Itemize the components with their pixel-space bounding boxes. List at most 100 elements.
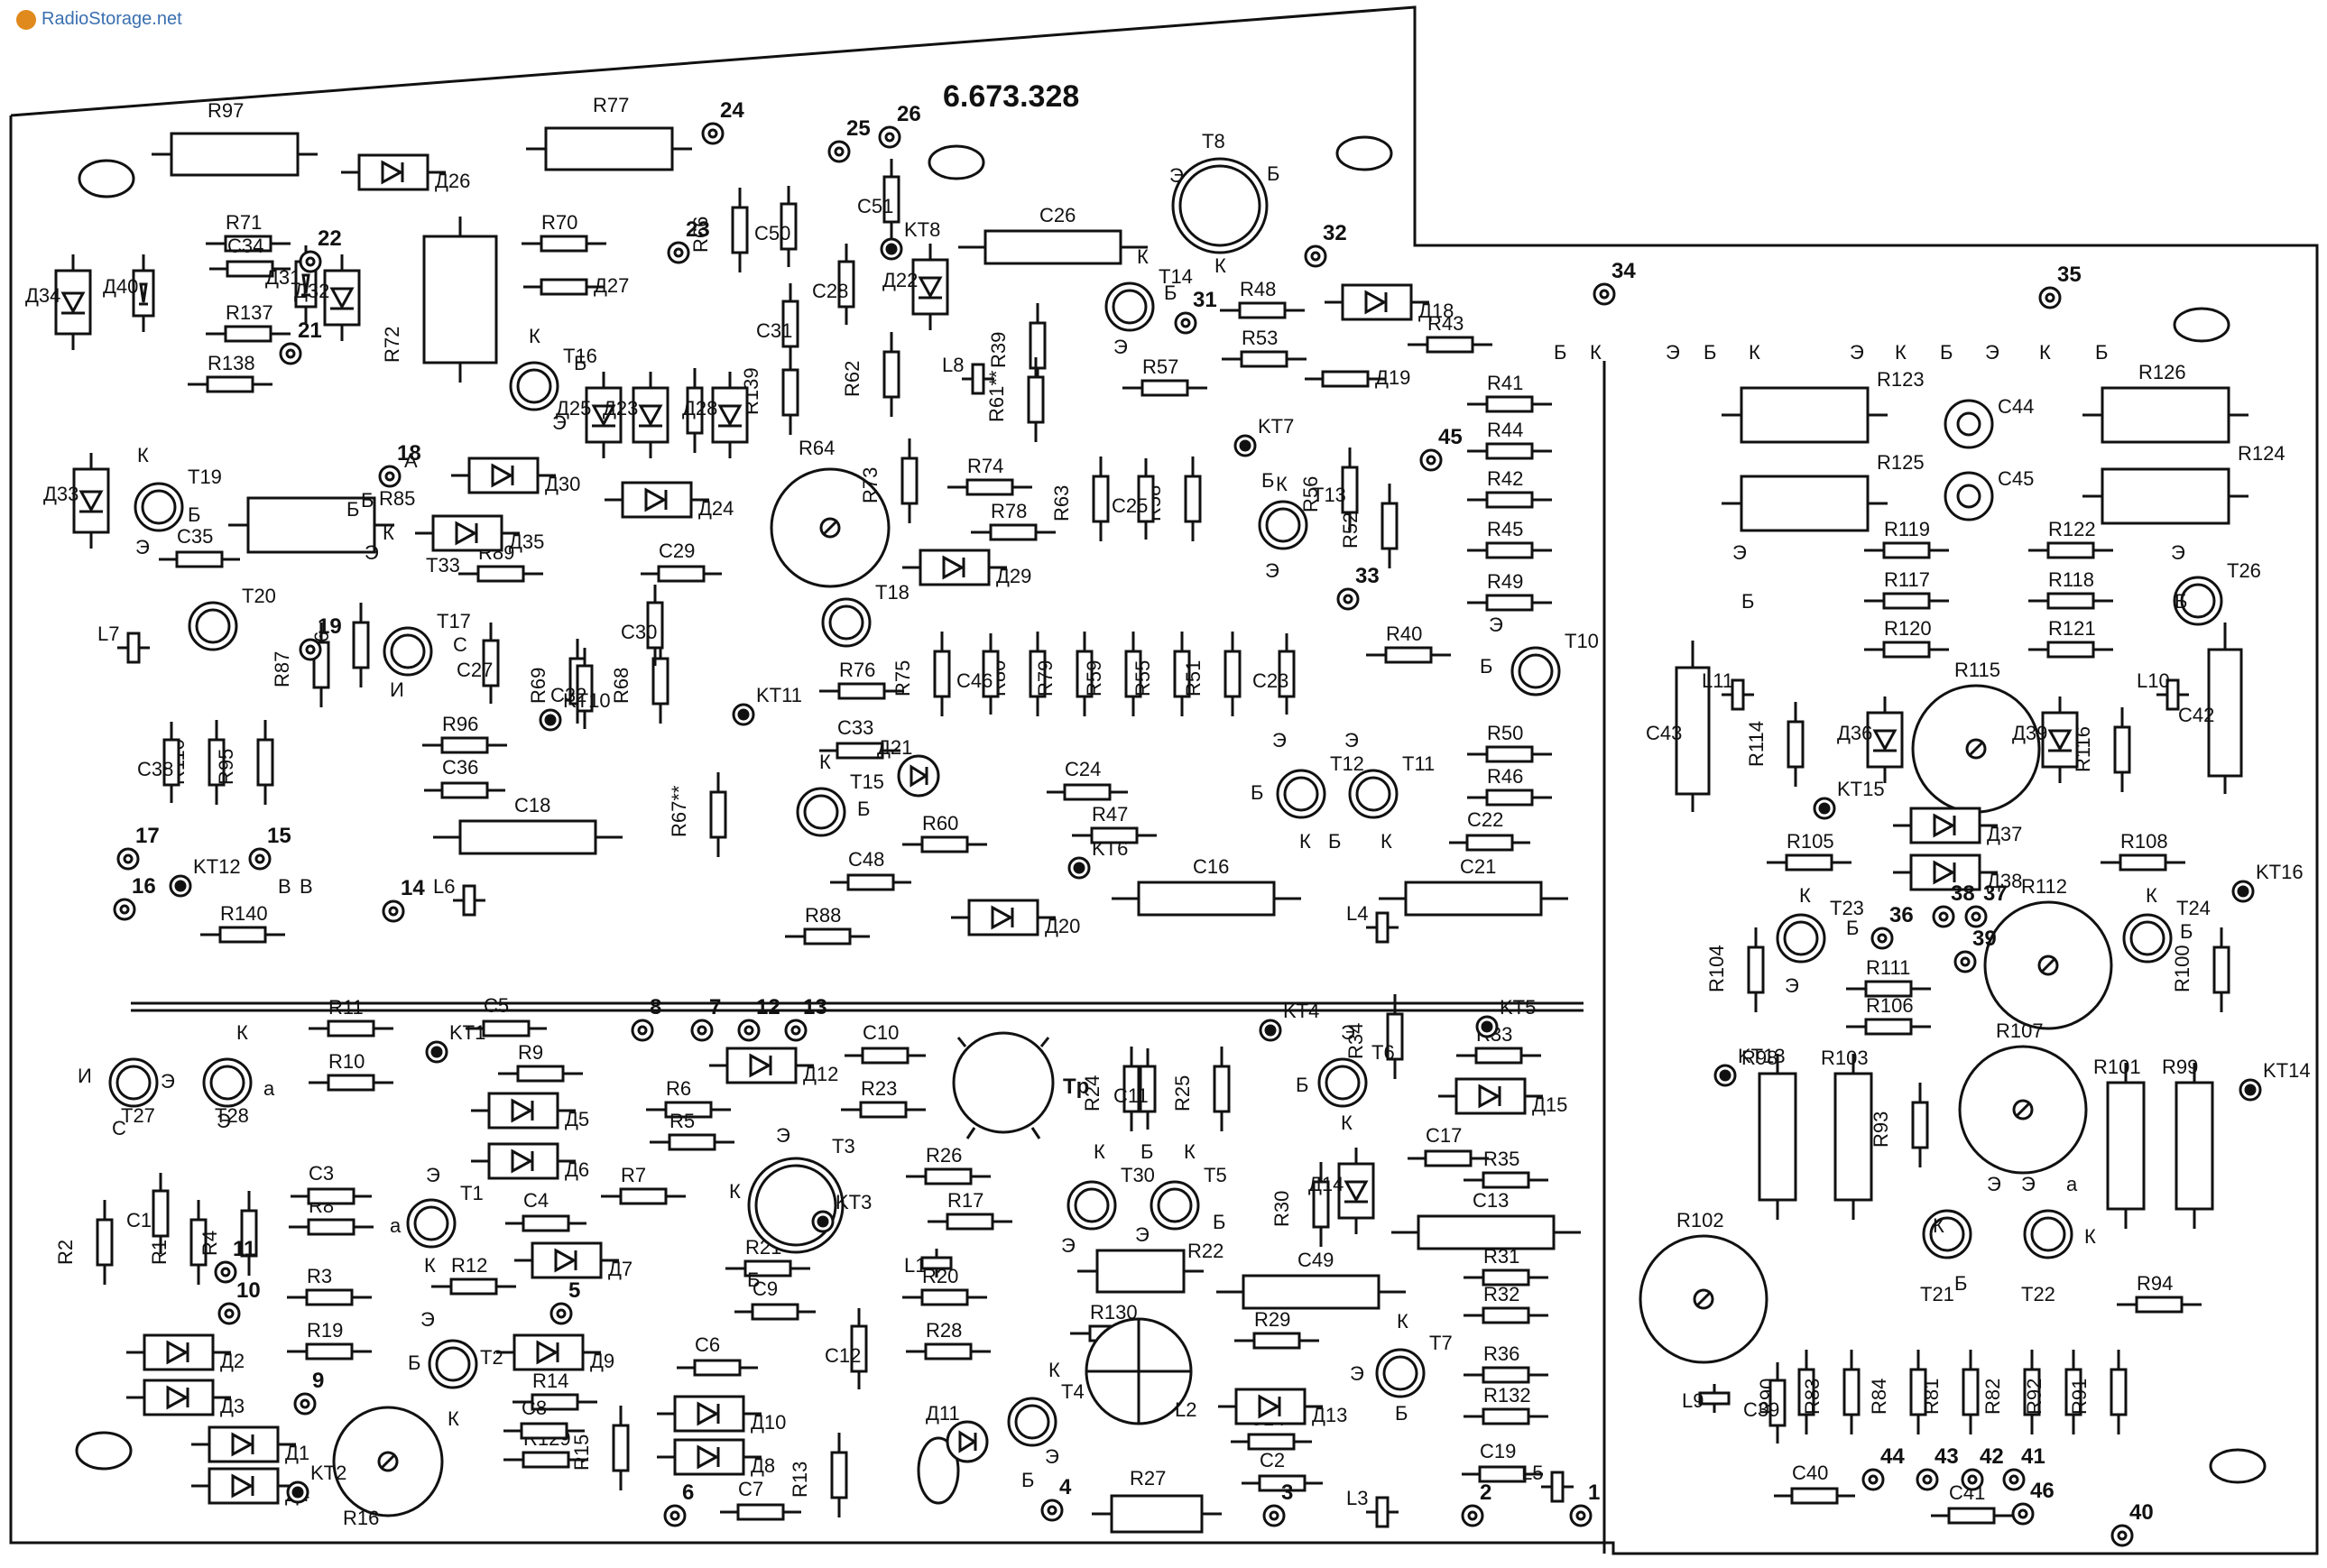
capacitor-c8: C8 (503, 1397, 585, 1440)
resistor-r56: R56 (1299, 447, 1359, 532)
pin-letter: К (1341, 1111, 1353, 1134)
terminal-number: 11 (233, 1237, 255, 1261)
resistor-label: R7 (621, 1164, 646, 1186)
terminal-pad-7: 7 (690, 995, 721, 1042)
diode-label: Д39 (2012, 722, 2047, 744)
terminal-number: 40 (2129, 1500, 2154, 1525)
capacitor-c25: C25 (1112, 458, 1155, 540)
pin-letter: К (137, 444, 149, 466)
resistor-r32: R32 (1464, 1283, 1548, 1324)
capacitor-label: C16 (1193, 855, 1229, 878)
inductor-label: L7 (97, 623, 119, 645)
capacitor-c6: C6 (677, 1333, 758, 1377)
terminal-number: 32 (1323, 221, 1347, 245)
capacitor-c27: C27 (457, 623, 500, 704)
pin-letter: Э (1732, 541, 1747, 564)
transistor-label: T14 (1159, 265, 1193, 288)
diode-label: Д32 (294, 280, 329, 302)
resistor-label: R66 (689, 217, 712, 253)
pin-letter: К (1895, 341, 1907, 364)
resistor-label: R28 (926, 1319, 962, 1342)
resistor-r62: R62 (841, 332, 900, 417)
resistor-r43: R43 (1408, 312, 1492, 354)
test-point-kt14: KT14 (2239, 1059, 2311, 1102)
terminal-pad-8: 8 (631, 995, 661, 1042)
diode-label: Д2 (220, 1350, 245, 1372)
transistor-label: T27 (121, 1104, 155, 1127)
resistor-label: R47 (1092, 803, 1128, 826)
pin-letter: a (2066, 1173, 2078, 1195)
pin-letter: Б (1261, 469, 1274, 492)
resistor-label: R62 (841, 361, 863, 397)
terminal-pad-41: 41 (2002, 1444, 2045, 1491)
pin-letter: Э (1135, 1223, 1150, 1246)
terminal-pad-36: 36 (1870, 903, 1914, 950)
resistor-r79: R79 (1034, 632, 1094, 716)
terminal-number: 46 (2030, 1479, 2055, 1503)
diode-label: Д22 (882, 269, 918, 291)
resistor-label: R53 (1242, 327, 1278, 349)
capacitor-c38: C38 (137, 722, 180, 803)
pin-letter: B (300, 875, 313, 898)
resistor-r42: R42 (1467, 467, 1552, 509)
transistor-t17: T17 (383, 610, 471, 677)
diode-label: Д3 (220, 1395, 245, 1417)
pin-letter: Б (2095, 341, 2108, 364)
pin-letter: Э (1061, 1234, 1076, 1257)
resistor-r97: R97 (152, 99, 318, 177)
capacitor-c19: C19 (1462, 1440, 1543, 1483)
terminal-number: 19 (318, 614, 342, 639)
diode-21: Д39 (2012, 696, 2079, 783)
pin-letter: Б (1140, 1140, 1153, 1163)
resistor-label: R16 (343, 1507, 379, 1529)
capacitor-c24: C24 (1047, 758, 1128, 801)
transistor-t12: T12 (1276, 752, 1364, 819)
capacitor-label: C6 (695, 1333, 720, 1356)
terminal-number: 16 (132, 874, 156, 899)
resistor-label: R56 (1299, 476, 1322, 512)
inductor-l4: L4 (1346, 902, 1399, 944)
resistor-label: R71 (226, 211, 262, 234)
pin-letter: Э (1169, 164, 1184, 187)
resistor-label: R118 (2048, 568, 2094, 591)
test-point-label: KT15 (1837, 778, 1885, 800)
resistor-r106: R106 (1846, 994, 1931, 1036)
resistor-r93: R93 (1870, 1083, 1929, 1167)
resistor-label: R14 (532, 1370, 568, 1392)
capacitor-c22: C22 (1449, 808, 1530, 852)
terminal-pad-46: 46 (2011, 1479, 2055, 1526)
diode-label: Д19 (1375, 366, 1410, 389)
resistor-label: R93 (1870, 1111, 1892, 1148)
pin-letter: A (404, 449, 418, 472)
resistor-r100: R100 (2171, 927, 2230, 1012)
capacitor-label: C29 (659, 540, 695, 562)
transistor-t15: T15 (796, 770, 884, 837)
resistor-label: R10 (328, 1050, 365, 1073)
resistor-r111: R111 (1846, 956, 1931, 998)
resistor-label: R138 (208, 352, 255, 374)
resistor-r44: R44 (1467, 419, 1552, 460)
capacitor-c41: C41 (1931, 1481, 2012, 1525)
transistor-t5: T5 (1150, 1164, 1227, 1231)
pin-letter: a (390, 1214, 402, 1237)
resistor-label: R77 (593, 94, 629, 116)
terminal-number: 43 (1935, 1444, 1959, 1469)
terminal-pad-19: 19 (299, 614, 342, 661)
test-point-kt3: KT3 (811, 1191, 872, 1233)
resistor-r125: R125 (1722, 451, 1925, 532)
inductor-label: L11 (1702, 669, 1733, 692)
capacitor-label: C40 (1792, 1462, 1828, 1484)
transistor-t16: T16 (509, 345, 597, 411)
resistor-label: R106 (1866, 994, 1914, 1017)
transistor-t24: T24 (2122, 897, 2211, 964)
resistor-label: R30 (1270, 1191, 1293, 1227)
capacitor-label: C11 (1113, 1084, 1149, 1107)
terminal-pad-43: 43 (1916, 1444, 1959, 1491)
capacitor-c36: C36 (424, 756, 505, 799)
terminal-number: 33 (1355, 564, 1380, 588)
terminal-pad-2: 2 (1461, 1480, 1491, 1527)
resistor-r39: R39 (987, 303, 1047, 388)
diode-20: Д36 (1837, 696, 1904, 783)
transistor-t21: T21 (1920, 1209, 1972, 1305)
mounting-hole (928, 144, 985, 180)
